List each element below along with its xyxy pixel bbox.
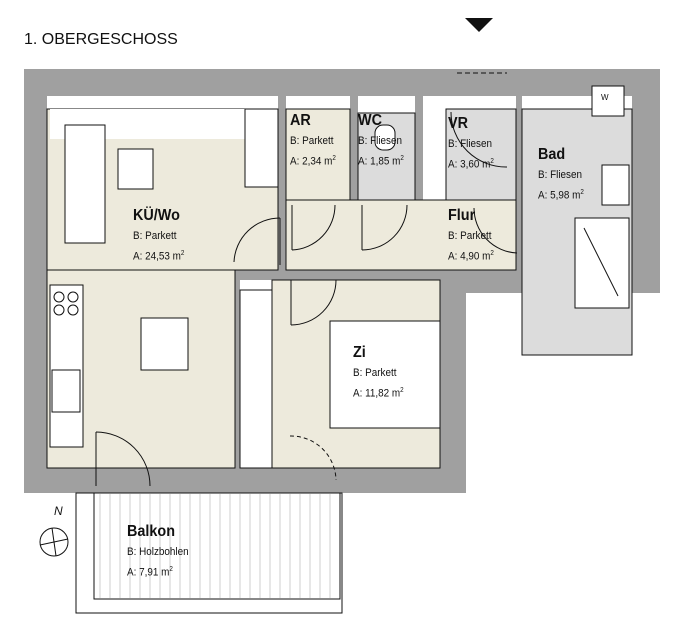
room-name: Bad [538, 146, 566, 163]
room-area-value: A: 1,85 m [358, 155, 401, 168]
room-floor: B: Fliesen [538, 169, 583, 181]
room-area-value: A: 4,90 m [448, 250, 491, 263]
room-area: A: 7,91 m2 [127, 563, 173, 580]
room-area-value: A: 3,60 m [448, 158, 491, 171]
area-unit-sup: 2 [169, 566, 173, 573]
dining-table [140, 317, 189, 371]
area-unit-sup: 2 [400, 387, 404, 394]
room-area: A: 5,98 m2 [538, 186, 584, 203]
sofa [64, 124, 106, 244]
room-floor: B: Parkett [353, 367, 397, 379]
wardrobe-side [244, 108, 279, 188]
entrance-arrow-icon [465, 18, 493, 32]
sink [51, 369, 81, 413]
room-area-value: A: 2,34 m [290, 155, 333, 168]
room-area-value: A: 24,53 m [133, 250, 181, 263]
bed [329, 320, 441, 429]
room-floor: B: Parkett [448, 230, 492, 242]
doors [47, 72, 518, 487]
area-unit-sup: 2 [400, 155, 404, 162]
room-floor: B: Parkett [290, 135, 334, 147]
room-area: A: 1,85 m2 [358, 152, 404, 169]
north-label: N [54, 504, 63, 518]
room-name: Zi [353, 344, 366, 361]
north-arrow-icon [39, 527, 69, 557]
vanity [601, 164, 630, 206]
balcony-deck [93, 492, 341, 600]
room-area: A: 11,82 m2 [353, 384, 404, 401]
room-floor: B: Holzbohlen [127, 546, 189, 558]
coffee-table [117, 148, 154, 190]
room-area: A: 2,34 m2 [290, 152, 336, 169]
room-name: Balkon [127, 523, 176, 540]
closet [239, 289, 273, 469]
balcony-boards [99, 494, 331, 598]
room-name: AR [290, 112, 311, 129]
area-unit-sup: 2 [180, 250, 185, 257]
room-name: KÜ/Wo [133, 207, 180, 224]
washer [591, 85, 625, 117]
room-area: A: 24,53 m2 [133, 247, 184, 264]
toilet [374, 124, 396, 151]
room-area: A: 4,90 m2 [448, 247, 494, 264]
room-area-value: A: 7,91 m [127, 566, 170, 579]
area-unit-sup: 2 [490, 158, 494, 165]
walls [24, 69, 660, 493]
room-area-value: A: 5,98 m [538, 189, 581, 202]
washer-label: W [601, 93, 609, 102]
room-area: A: 3,60 m2 [448, 155, 494, 172]
floor-title: 1. OBERGESCHOSS [24, 31, 178, 48]
room-flur [285, 199, 517, 271]
area-unit-sup: 2 [580, 189, 584, 196]
room-floor: B: Fliesen [358, 135, 403, 147]
room-name: VR [448, 115, 469, 132]
area-unit-sup: 2 [490, 250, 494, 257]
area-unit-sup: 2 [332, 155, 336, 162]
room-area-value: A: 11,82 m [353, 387, 401, 400]
room-floor: B: Parkett [133, 230, 177, 242]
room-floor: B: Fliesen [448, 138, 493, 150]
room-name: Flur [448, 207, 476, 224]
room-name: WC [358, 112, 382, 129]
